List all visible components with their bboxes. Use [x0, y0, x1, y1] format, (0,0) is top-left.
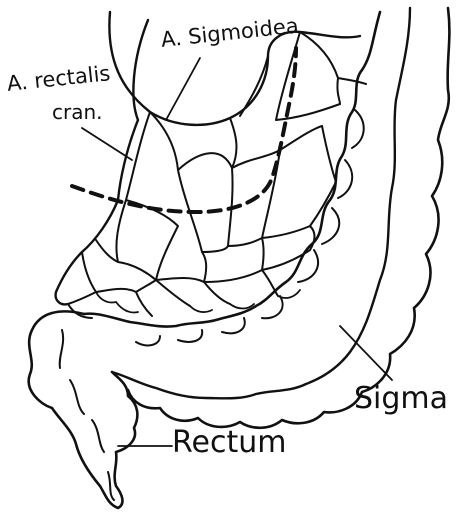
- label-a-rectalis-line2: cran.: [52, 102, 103, 122]
- label-sigma: Sigma: [354, 384, 448, 414]
- rectum-contour: [29, 311, 138, 508]
- leader-a-sigmoidea: [166, 58, 200, 120]
- rectum-inner-lines: [60, 330, 114, 500]
- label-rectum: Rectum: [172, 428, 286, 458]
- leader-a-rectalis: [82, 128, 132, 160]
- arcade-loops: [96, 290, 300, 313]
